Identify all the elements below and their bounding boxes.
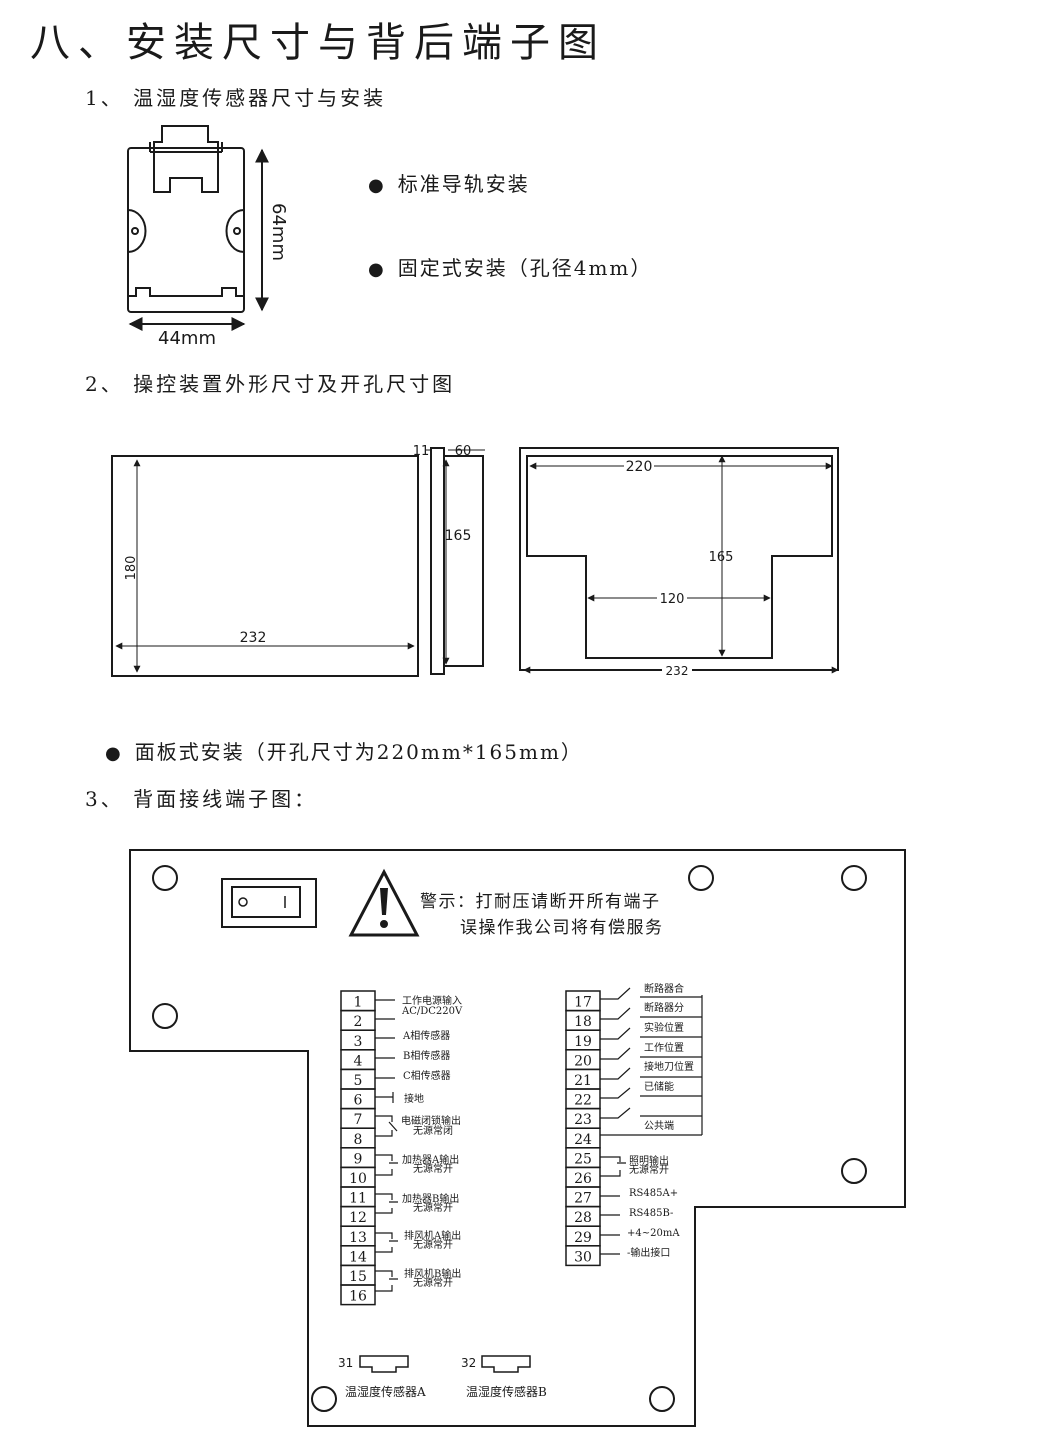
side-view-drawing <box>426 447 485 675</box>
terminal-number: 13 <box>349 1230 367 1246</box>
terminal-number: 23 <box>574 1112 592 1128</box>
terminal-number: 27 <box>574 1191 592 1207</box>
bullet-panel-mount: 面板式安装（开孔尺寸为220mm*165mm） <box>105 736 583 765</box>
label-phase-a-sensor: A相传感器 <box>402 1029 450 1042</box>
connector-31-label: 温湿度传感器A <box>345 1384 426 1399</box>
page-title: 八、安装尺寸与背后端子图 <box>30 20 606 66</box>
terminal-number: 6 <box>354 1093 363 1109</box>
terminal-number: 1 <box>354 995 363 1011</box>
section1-heading: 1、 温湿度传感器尺寸与安装 <box>85 86 387 110</box>
back-panel-drawing <box>129 849 906 1427</box>
side-height-label: 165 <box>445 528 472 544</box>
section3-heading: 3、 背面接线端子图： <box>85 787 318 811</box>
label-heater-b: 加热器B输出 <box>402 1192 459 1205</box>
label-phase-b-sensor: B相传感器 <box>403 1049 450 1062</box>
terminal-number: 2 <box>354 1014 363 1030</box>
terminal-number: 3 <box>354 1034 363 1050</box>
connector-31-number: 31 <box>338 1356 353 1370</box>
cutout-mid-width-label: 120 <box>660 592 685 607</box>
terminal-number: 17 <box>574 995 592 1011</box>
terminal-number: 18 <box>574 1014 592 1030</box>
label-test-position: 实验位置 <box>644 1021 684 1034</box>
terminal-cell <box>565 1245 601 1267</box>
label-fan-b: 排风机B输出 <box>404 1267 461 1280</box>
terminal-number: 26 <box>574 1171 592 1187</box>
sensor-connectors <box>359 1355 531 1373</box>
label-fan-a-type: 无源常开 <box>413 1238 453 1251</box>
terminal-number: 16 <box>349 1289 367 1305</box>
warning-text-line1: 警示：打耐压请断开所有端子 <box>420 892 661 912</box>
label-lock-type: 无源常闭 <box>413 1124 453 1137</box>
label-output-port: -输出接口 <box>627 1246 670 1259</box>
sensor-drawing <box>127 125 269 331</box>
label-lighting-type: 无源常开 <box>629 1163 669 1176</box>
front-view-drawing <box>111 455 419 677</box>
label-breaker-close: 断路器合 <box>644 982 684 995</box>
side-depth1-label: 11 <box>413 444 430 459</box>
terminal-number: 7 <box>354 1112 363 1128</box>
label-lighting-output: 照明输出 <box>629 1154 669 1167</box>
label-phase-c-sensor: C相传感器 <box>403 1069 451 1082</box>
connector-32-label: 温湿度传感器B <box>466 1384 547 1399</box>
label-rs485b: RS485B- <box>629 1208 673 1219</box>
terminal-number: 9 <box>354 1151 363 1167</box>
connector-32-number: 32 <box>461 1356 476 1370</box>
terminal-number: 20 <box>574 1053 592 1069</box>
label-breaker-open: 断路器分 <box>644 1001 684 1014</box>
cutout-bottom-width-label: 232 <box>666 664 689 678</box>
label-earth-switch: 接地刀位置 <box>644 1060 694 1073</box>
label-rs485a: RS485A+ <box>629 1188 678 1199</box>
left-wiring <box>375 999 398 1292</box>
terminal-number: 11 <box>349 1191 367 1207</box>
left-terminal-labels: 工作电源输入 AC/DC220V A相传感器 B相传感器 C相传感器 接地 电磁… <box>401 994 463 1289</box>
bullet-fixed-mount: 固定式安装（孔径4mm） <box>368 252 652 281</box>
label-work-position: 工作位置 <box>644 1041 684 1054</box>
right-terminal-block: 17 18 19 20 21 22 23 24 25 26 27 28 29 30 <box>565 990 601 1267</box>
label-fan-a: 排风机A输出 <box>404 1229 461 1242</box>
label-common: 公共端 <box>644 1119 674 1132</box>
cutout-view-drawing <box>519 447 839 674</box>
terminal-number: 24 <box>574 1132 592 1148</box>
side-depth2-label: 60 <box>455 444 472 459</box>
terminal-number: 14 <box>349 1249 367 1265</box>
terminal-number: 28 <box>574 1210 592 1226</box>
label-heater-a-type: 无源常开 <box>413 1162 453 1175</box>
right-terminal-labels: 断路器合 断路器分 实验位置 工作位置 接地刀位置 已储能 公共端 照明输出 无… <box>627 982 694 1259</box>
terminal-number: 30 <box>574 1249 592 1265</box>
label-fan-b-type: 无源常开 <box>413 1276 453 1289</box>
warning-icon <box>348 868 420 937</box>
terminal-number: 15 <box>349 1269 367 1285</box>
front-width-label: 232 <box>240 630 267 646</box>
terminal-number: 5 <box>354 1073 363 1089</box>
sensor-width-label: 44mm <box>158 328 216 349</box>
terminal-number: 19 <box>574 1034 592 1050</box>
terminal-number: 10 <box>349 1171 367 1187</box>
front-height-label: 180 <box>124 556 139 581</box>
terminal-cell <box>340 1284 376 1306</box>
label-energy-stored: 已储能 <box>644 1080 674 1093</box>
sensor-height-label: 64mm <box>268 203 289 261</box>
label-heater-b-type: 无源常开 <box>413 1201 453 1214</box>
cutout-height-label: 165 <box>709 550 734 565</box>
bullet-rail-mount: 标准导轨安装 <box>368 168 530 197</box>
label-4-20ma: +4~20mA <box>627 1228 680 1239</box>
terminal-number: 25 <box>574 1151 592 1167</box>
terminal-number: 21 <box>574 1073 592 1089</box>
terminal-number: 22 <box>574 1093 592 1109</box>
terminal-number: 4 <box>354 1053 363 1069</box>
label-ac-dc-220v: AC/DC220V <box>401 1006 463 1017</box>
terminal-number: 12 <box>349 1210 367 1226</box>
cutout-top-width-label: 220 <box>626 459 653 475</box>
label-lock-output: 电磁闭锁输出 <box>401 1114 461 1127</box>
terminal-number: 29 <box>574 1230 592 1246</box>
warning-text-line2: 误操作我公司将有偿服务 <box>460 918 664 938</box>
terminal-number: 8 <box>354 1132 363 1148</box>
section2-heading: 2、 操控装置外形尺寸及开孔尺寸图 <box>85 372 456 396</box>
label-ground: 接地 <box>404 1092 424 1105</box>
label-power-input: 工作电源输入 <box>402 994 462 1007</box>
right-wiring <box>600 987 703 1255</box>
label-heater-a: 加热器A输出 <box>402 1153 459 1166</box>
